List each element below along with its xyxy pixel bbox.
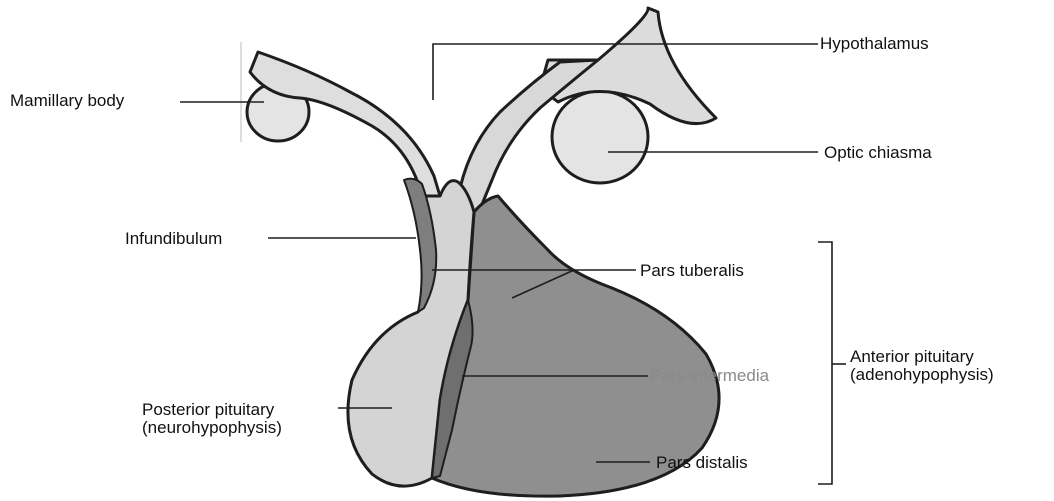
optic-chiasma-shape (552, 91, 648, 183)
mamillary-body-label: Mamillary body (10, 91, 124, 111)
pars-tuberalis-label: Pars tuberalis (640, 261, 744, 281)
anterior-pituitary-label: Anterior pituitary (adenohypophysis) (850, 348, 994, 384)
posterior-pituitary-label: Posterior pituitary (neurohypophysis) (142, 401, 282, 437)
infundibulum-label: Infundibulum (125, 229, 222, 249)
anterior-pituitary-bracket (818, 242, 832, 484)
pars-intermedia-label: Pars intermedia (650, 366, 769, 386)
optic-chiasma-label: Optic chiasma (824, 143, 932, 163)
pars-distalis-label: Pars distalis (656, 453, 748, 473)
anterior-pituitary-shape (432, 196, 719, 496)
hypothalamus-label: Hypothalamus (820, 34, 929, 54)
